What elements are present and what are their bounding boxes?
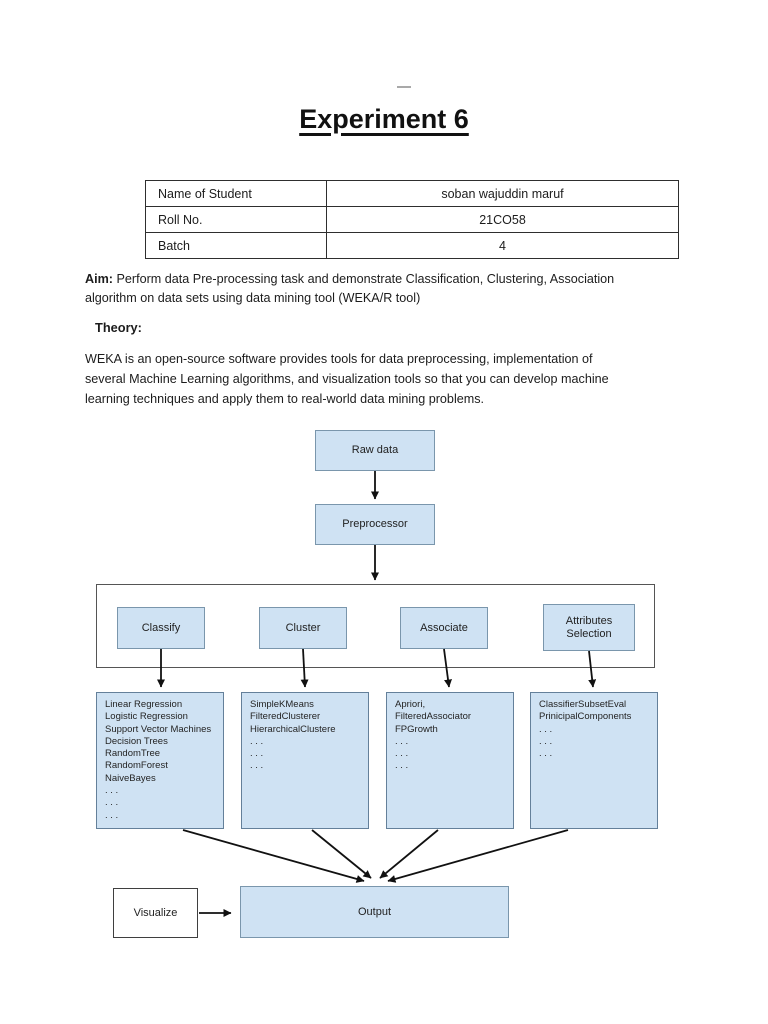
list-item: Decision Trees: [105, 735, 168, 747]
list-item: Support Vector Machines: [105, 723, 212, 735]
list-item: . . .: [395, 748, 409, 760]
list-item: SimpleKMeans: [250, 699, 314, 710]
arrow-associatelist-to-output: [379, 829, 439, 879]
aim-line: Aim: Perform data Pre-processing task an…: [85, 270, 705, 289]
list-item: . . .: [105, 797, 119, 809]
list-item: . . .: [105, 785, 119, 797]
row-value: 4: [326, 232, 679, 259]
list-item: . . .: [395, 760, 409, 772]
list-item: Apriori,: [395, 699, 426, 710]
row-label: Roll No.: [145, 206, 327, 233]
row-label: Batch: [145, 232, 327, 259]
page-break-dash: [397, 86, 411, 88]
theory-line: learning techniques and apply them to re…: [85, 392, 485, 407]
node-visualize: Visualize: [113, 888, 198, 938]
list-item: . . .: [539, 748, 553, 760]
student-info-table: Name of Student soban wajuddin maruf Rol…: [145, 180, 679, 259]
list-item: FilteredClusterer: [250, 711, 321, 723]
list-item: HierarchicalClustere: [250, 723, 336, 735]
node-cluster: Cluster: [259, 607, 347, 649]
list-item: . . .: [250, 748, 264, 760]
list-item: Logistic Regression: [105, 711, 188, 723]
cluster-algorithm-list: SimpleKMeans FilteredClusterer Hierarchi…: [241, 692, 369, 829]
node-classify: Classify: [117, 607, 205, 649]
table-row: Roll No. 21CO58: [145, 206, 679, 233]
list-item: RandomTree: [105, 748, 161, 760]
aim-paragraph: Aim: Perform data Pre-processing task an…: [85, 270, 705, 308]
node-preprocessor: Preprocessor: [315, 504, 435, 545]
list-item: ClassifierSubsetEval: [539, 699, 627, 710]
node-output: Output: [240, 886, 509, 938]
list-item: FPGrowth: [395, 723, 438, 735]
node-attributes-selection: Attributes Selection: [543, 604, 635, 651]
list-item: . . .: [395, 735, 409, 747]
row-value: 21CO58: [326, 206, 679, 233]
list-item: . . .: [105, 809, 119, 821]
theory-line: WEKA is an open-source software provides…: [85, 352, 593, 366]
theory-heading: Theory:: [95, 320, 142, 335]
table-row: Batch 4: [145, 232, 679, 259]
list-item: Linear Regression: [105, 699, 183, 710]
arrow-attrsellist-to-output: [387, 829, 569, 883]
list-item: . . .: [539, 723, 553, 735]
aim-label: Aim:: [85, 272, 113, 286]
node-associate: Associate: [400, 607, 488, 649]
node-raw-data: Raw data: [315, 430, 435, 471]
list-item: NaiveBayes: [105, 772, 156, 784]
list-item: . . .: [250, 735, 264, 747]
classify-algorithm-list: Linear Regression Logistic Regression Su…: [96, 692, 224, 829]
list-item: . . .: [250, 760, 264, 772]
theory-paragraph: WEKA is an open-source software provides…: [85, 349, 705, 410]
arrow-clusterlist-to-output: [311, 829, 372, 879]
aim-line: algorithm on data sets using data mining…: [85, 291, 421, 305]
aim-text: Perform data Pre-processing task and dem…: [116, 272, 615, 286]
list-item: RandomForest: [105, 760, 168, 772]
theory-line: several Machine Learning algorithms, and…: [85, 372, 609, 387]
list-item: . . .: [539, 735, 553, 747]
list-item: FilteredAssociator: [395, 711, 472, 723]
list-item: PrinicipalComponents: [539, 711, 632, 723]
arrow-classifylist-to-output: [182, 829, 365, 883]
row-label: Name of Student: [145, 180, 327, 207]
table-row: Name of Student soban wajuddin maruf: [145, 180, 679, 207]
row-value: soban wajuddin maruf: [326, 180, 679, 207]
page-title: Experiment 6: [299, 104, 469, 134]
associate-algorithm-list: Apriori, FilteredAssociator FPGrowth . .…: [386, 692, 514, 829]
attribute-selection-algorithm-list: ClassifierSubsetEval PrinicipalComponent…: [530, 692, 658, 829]
